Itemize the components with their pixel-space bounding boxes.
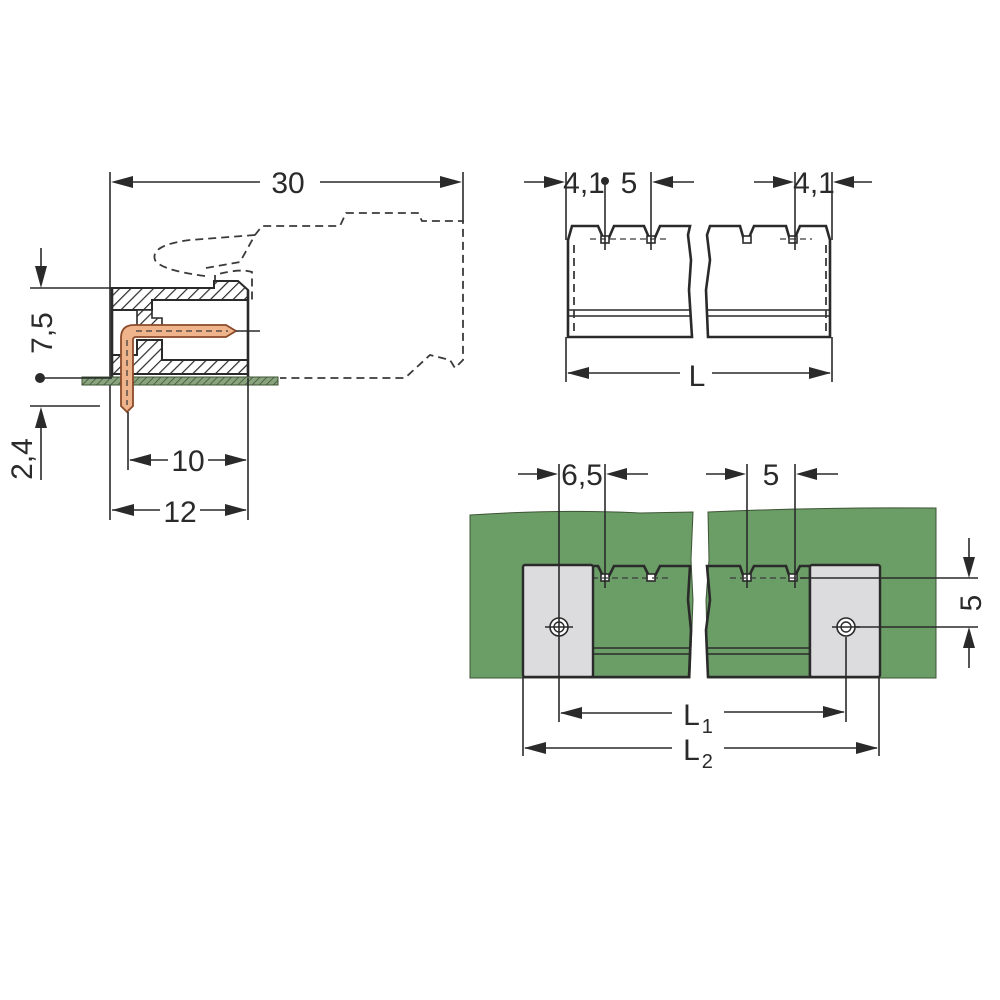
dim-label-5-vertical: 5 bbox=[955, 595, 988, 612]
dim-label-30: 30 bbox=[271, 167, 304, 200]
dimension-flange-to-pin: 6,5 bbox=[518, 459, 648, 722]
dimension-height: 7,5 bbox=[26, 248, 112, 383]
pcb-side bbox=[81, 376, 279, 386]
dim-label-7-5: 7,5 bbox=[26, 312, 59, 354]
flange-block-right bbox=[704, 563, 882, 679]
header-block-left bbox=[566, 224, 694, 339]
dimension-edge-pitch-left: 4,1 5 bbox=[524, 167, 694, 250]
mating-plug-outline bbox=[153, 212, 464, 379]
dim-label-pitch-5-top: 5 bbox=[621, 167, 638, 200]
dim-label-10: 10 bbox=[171, 445, 204, 478]
dim-label-6-5: 6,5 bbox=[561, 459, 603, 492]
dim-label-L: L bbox=[689, 360, 706, 393]
top-view: 4,1 5 4,1 L bbox=[524, 167, 872, 393]
screw-hole-right-icon bbox=[832, 617, 860, 637]
dimension-overall-length: 30 bbox=[109, 167, 464, 520]
dimension-pitch-flange: 5 bbox=[706, 459, 838, 588]
dim-label-4-1-right: 4,1 bbox=[793, 167, 835, 200]
dim-label-4-1-left: 4,1 bbox=[563, 167, 605, 200]
dimension-screw-offset: 5 bbox=[800, 538, 988, 668]
header-block-right bbox=[704, 224, 832, 339]
dim-label-2-4: 2,4 bbox=[6, 438, 39, 480]
dimension-body-depth: 12 bbox=[112, 496, 247, 529]
copper-pin bbox=[120, 324, 260, 414]
side-view: 30 bbox=[6, 167, 464, 529]
dimension-edge-right: 4,1 bbox=[754, 167, 872, 250]
dim-label-12: 12 bbox=[163, 496, 196, 529]
dimension-total-length: L bbox=[565, 337, 833, 393]
dimension-pin-below-board: 2,4 bbox=[6, 405, 100, 480]
dimension-pin-to-back: 10 bbox=[127, 378, 249, 520]
dim-label-pitch-5-flange: 5 bbox=[763, 459, 780, 492]
